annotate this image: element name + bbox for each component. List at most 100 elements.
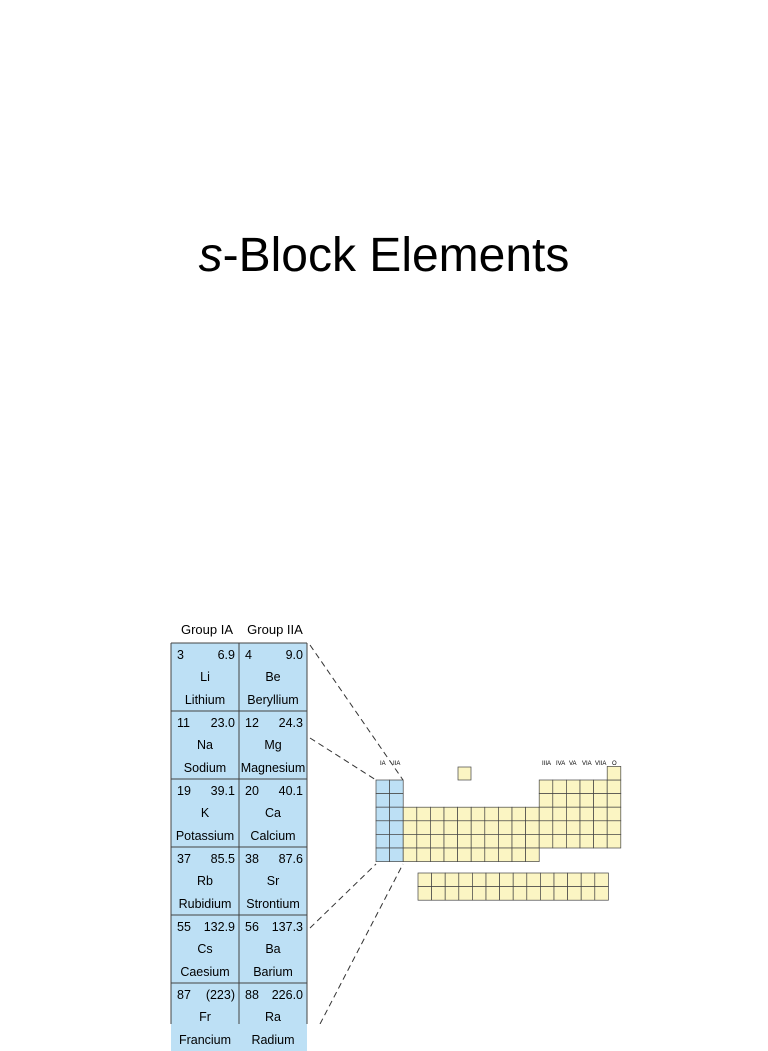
mini-p-cell (538, 820, 554, 835)
mini-d-cell (484, 820, 499, 835)
mini-f-cell (594, 886, 609, 901)
element-number: 20 (245, 784, 259, 798)
element-symbol: Rb (197, 874, 213, 888)
mini-f-cell (580, 872, 596, 887)
element-number: 11 (177, 716, 190, 730)
element-symbol: Ba (265, 942, 281, 956)
mini-p-cell (566, 779, 581, 794)
mini-f-cell (512, 872, 528, 887)
element-name: Strontium (246, 897, 300, 911)
mini-s-cell (389, 793, 404, 808)
element-mass: 137.3 (271, 920, 303, 934)
mini-f-cell (444, 872, 460, 887)
mini-d-cell (470, 820, 486, 835)
mini-d-cell (443, 820, 458, 835)
element-mass: 9.0 (285, 648, 303, 662)
mini-f-cell (431, 886, 446, 901)
element-number: 55 (177, 920, 191, 934)
element-symbol: Na (197, 738, 213, 752)
mini-d-cell (416, 834, 431, 849)
mini-p-cell (566, 806, 581, 822)
mini-p-cell (606, 834, 622, 849)
mini-p-cell (552, 793, 567, 808)
mini-s-cell (375, 834, 390, 849)
mini-p-cell (606, 779, 622, 794)
mini-p-cell (606, 793, 622, 808)
mini-label-iva: IVA (556, 761, 565, 767)
mini-d-cell (511, 847, 526, 862)
element-mass: 23.0 (210, 716, 235, 730)
mini-d-cell (498, 847, 513, 862)
mini-p-cell (593, 779, 608, 794)
mini-hydrogen-cell (457, 766, 472, 781)
mini-f-cell (472, 872, 487, 887)
element-name: Beryllium (247, 693, 299, 707)
mini-s-cell (375, 793, 390, 808)
mini-s-cell (375, 806, 390, 822)
mini-d-cell (443, 834, 458, 849)
mini-p-cell (579, 806, 594, 822)
mini-d-cell (525, 806, 540, 822)
mini-s-cell (389, 806, 404, 822)
mini-p-cell (538, 834, 554, 849)
mini-f-cell (499, 872, 514, 887)
mini-s-cell (389, 820, 404, 835)
element-number: 38 (245, 852, 259, 866)
mini-d-cell (457, 820, 472, 835)
group-header-iia: Group IIA (247, 622, 303, 637)
element-name: Magnesium (240, 761, 306, 775)
mini-f-cell (444, 886, 460, 901)
mini-d-cell (511, 806, 526, 822)
mini-d-cell (470, 847, 486, 862)
mini-d-cell (402, 820, 418, 835)
element-number: 56 (245, 920, 259, 934)
mini-f-cell (553, 886, 568, 901)
element-name: Francium (178, 1033, 232, 1047)
mini-d-cell (525, 820, 540, 835)
mini-d-cell (470, 834, 486, 849)
element-number: 12 (245, 716, 259, 730)
mini-d-cell (430, 806, 445, 822)
dashed-connector (319, 863, 404, 1024)
dashed-connector (309, 737, 377, 781)
element-mass: (223) (205, 988, 235, 1002)
element-number: 4 (245, 648, 252, 662)
mini-p-cell (579, 779, 594, 794)
element-name: Rubidium (178, 897, 232, 911)
mini-s-cell (389, 834, 404, 849)
mini-f-cell (485, 872, 500, 887)
element-mass: 24.3 (278, 716, 303, 730)
mini-d-cell (430, 820, 445, 835)
mini-d-cell (470, 806, 486, 822)
mini-p-cell (538, 806, 554, 822)
dashed-connector (309, 644, 404, 781)
mini-d-cell (498, 820, 513, 835)
mini-d-cell (525, 834, 540, 849)
element-symbol: Be (265, 670, 281, 684)
mini-f-cell (485, 886, 500, 901)
mini-p-cell (579, 834, 594, 849)
element-symbol: Ca (265, 806, 281, 820)
element-symbol: Cs (197, 942, 213, 956)
element-name: Calcium (250, 829, 296, 843)
mini-f-cell (540, 872, 555, 887)
mini-f-cell (458, 886, 473, 901)
element-mass: 6.9 (217, 648, 235, 662)
mini-f-cell (458, 872, 473, 887)
mini-label-ia: IA (380, 761, 386, 767)
mini-helium-cell (606, 766, 622, 781)
element-name: Lithium (184, 693, 226, 707)
mini-p-cell (552, 779, 567, 794)
mini-d-cell (457, 847, 472, 862)
mini-d-cell (525, 847, 540, 862)
element-mass: 87.6 (278, 852, 303, 866)
